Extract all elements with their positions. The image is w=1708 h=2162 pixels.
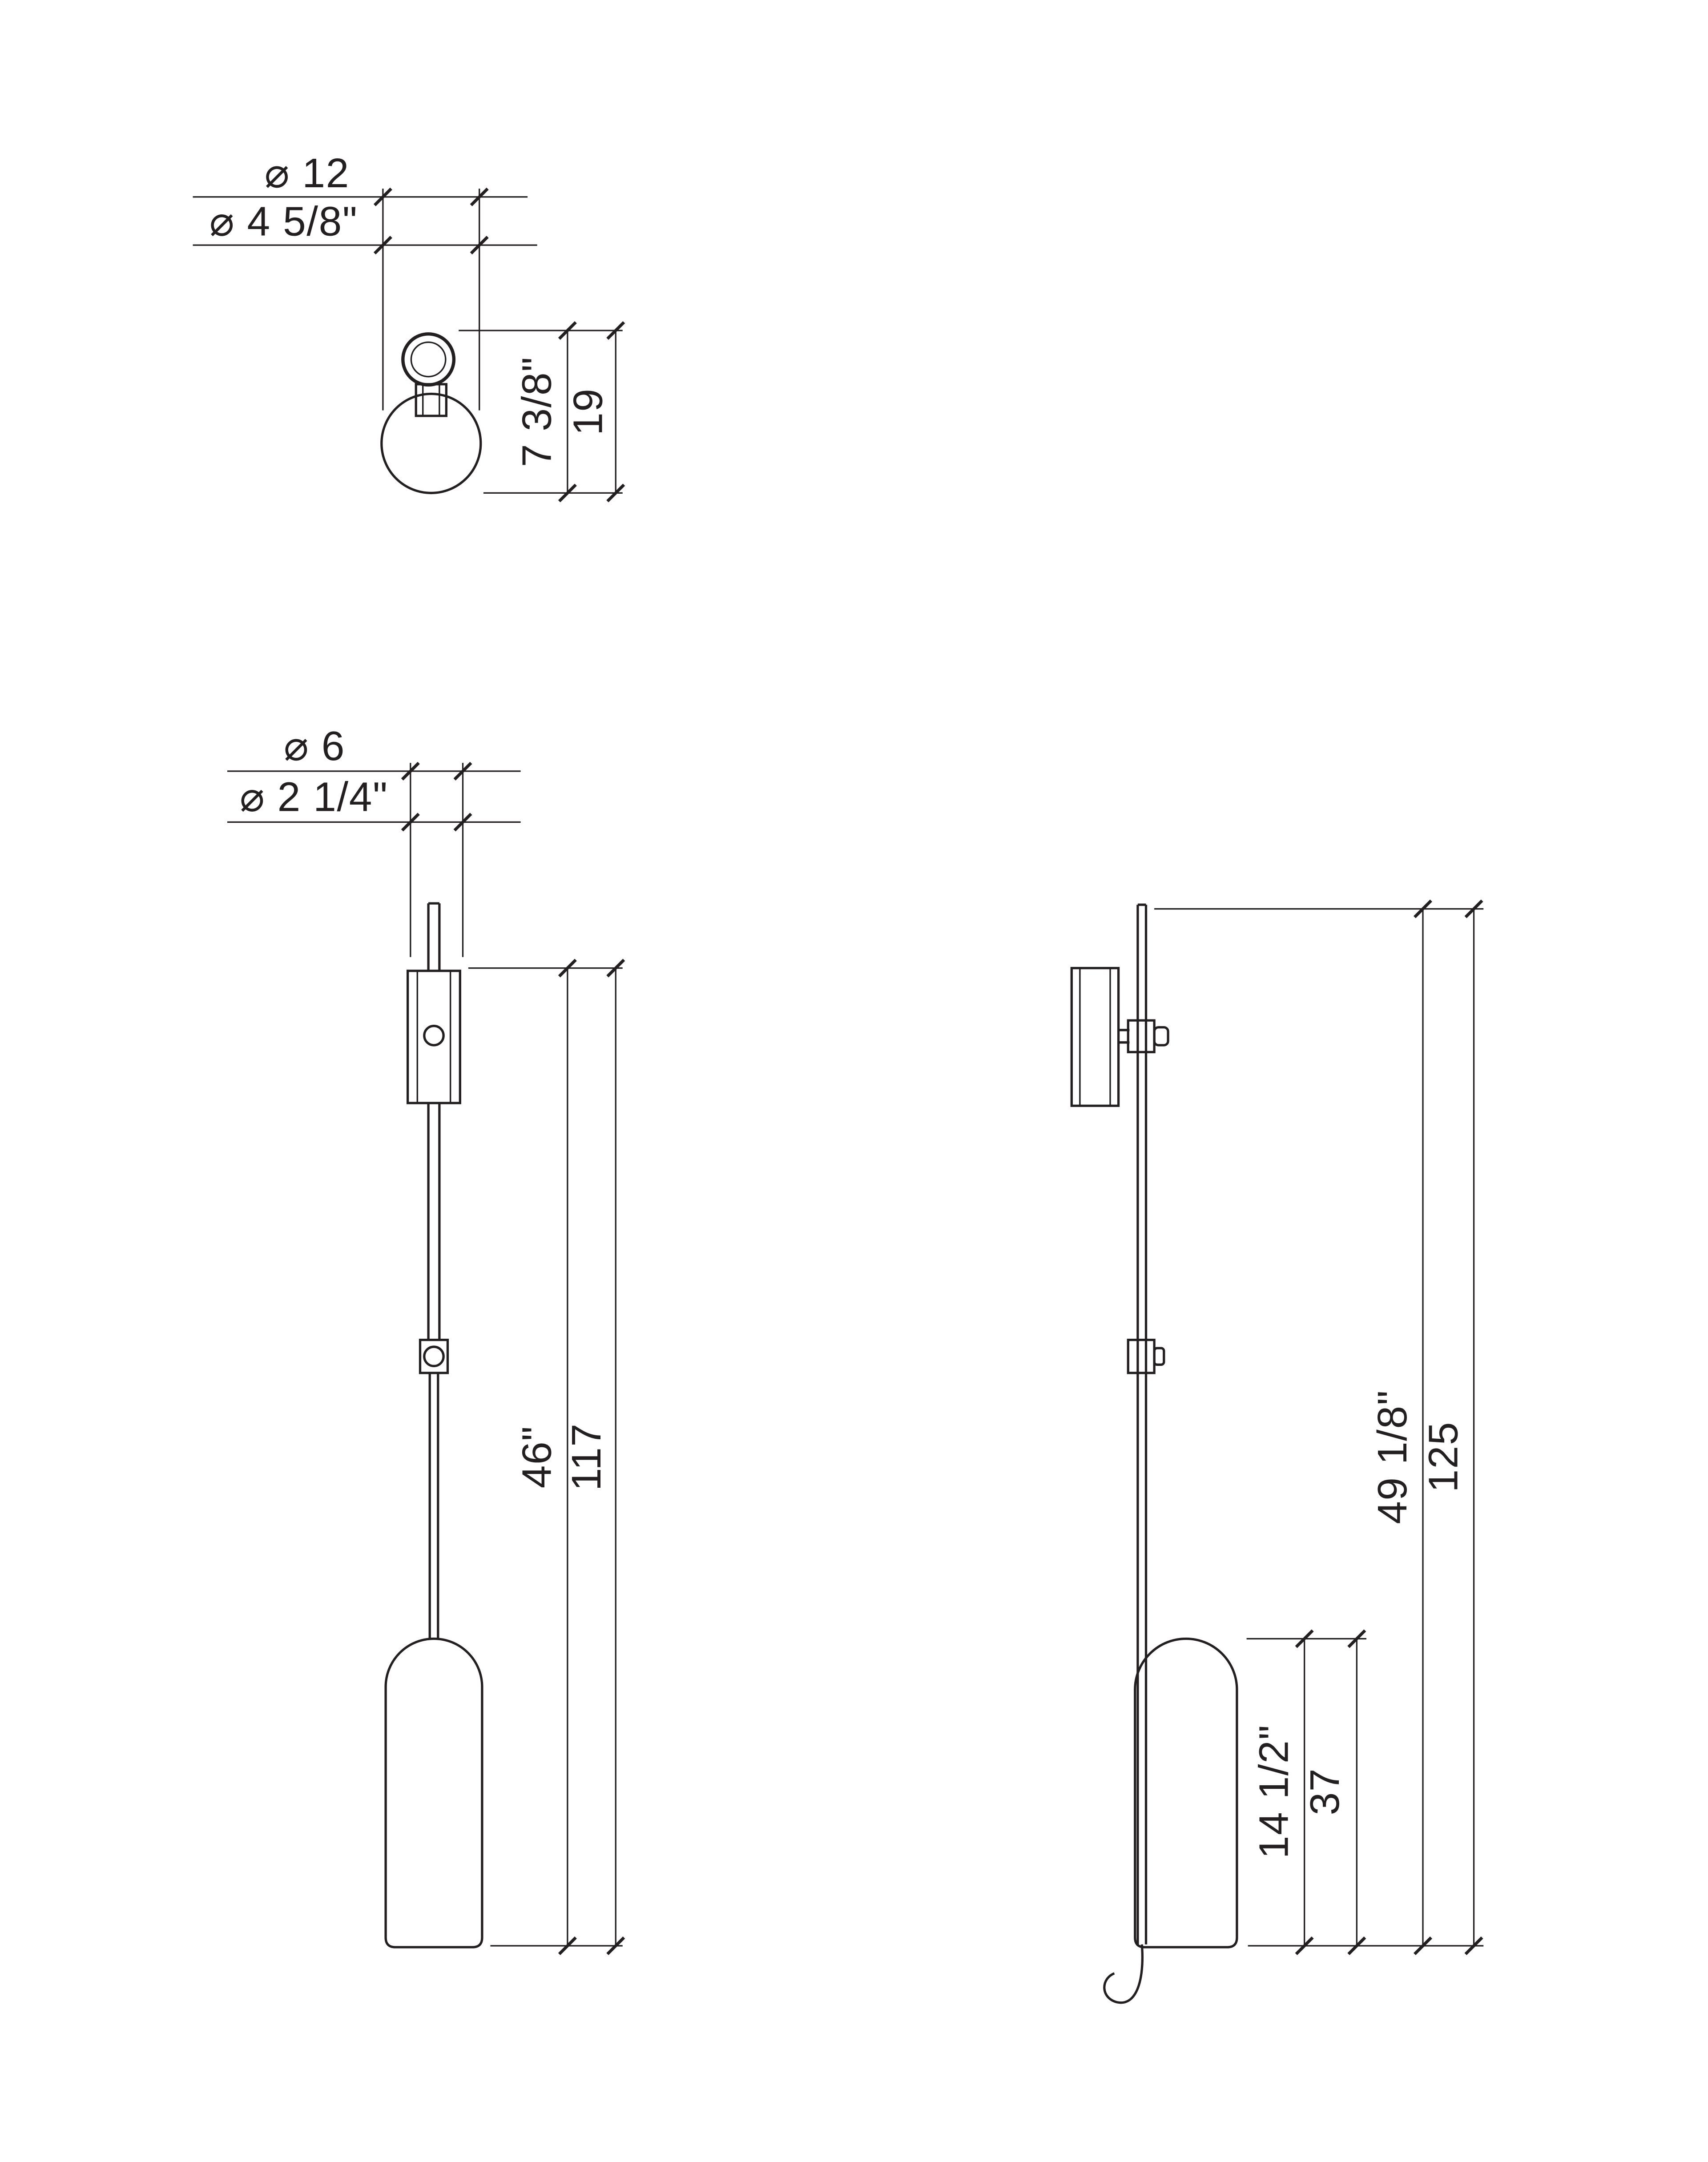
dimension-lines-overall	[1422, 909, 1475, 1946]
cylinder-shade-front	[384, 1637, 483, 1949]
dimension-lines-drop	[567, 968, 616, 1946]
wall-plate-side	[1070, 966, 1120, 1107]
hang-ring-inner	[410, 341, 447, 378]
canopy-plate-walls	[416, 970, 451, 1103]
extension-lines-diameter	[382, 189, 480, 411]
extension-lines-height	[459, 330, 623, 494]
dim-label-shade-in: 14 1/2"	[1250, 1724, 1297, 1859]
extension-lines-drop	[468, 967, 623, 1947]
front-elevation-view: ⌀ 6 ⌀ 2 1/4" 46" 117	[227, 723, 625, 1955]
tick-marks-shade	[1295, 1629, 1366, 1955]
dim-label-overall-cm: 125	[1420, 1421, 1466, 1493]
ring-collar	[415, 383, 447, 417]
tick-marks-diameter	[373, 187, 489, 255]
swivel-joint	[419, 1338, 449, 1374]
swivel-joint-side	[1127, 1338, 1156, 1374]
dimension-lines-shade	[1304, 1639, 1358, 1946]
dim-label-drop-cm: 117	[563, 1423, 609, 1491]
dim-label-canopy-diameter-cm: ⌀ 6	[284, 723, 345, 769]
stem-upper	[427, 902, 441, 971]
stem-middle	[427, 1103, 441, 1340]
canopy-pivot	[423, 1025, 445, 1047]
dim-label-shade-cm: 37	[1301, 1768, 1348, 1815]
dim-label-drop-in: 46"	[514, 1425, 560, 1488]
globe-shade	[380, 392, 482, 495]
tick-marks-height	[558, 321, 625, 503]
dim-label-overall-in: 49 1/8"	[1369, 1390, 1415, 1524]
extension-lines-canopy	[410, 763, 464, 957]
stem-lower	[428, 1373, 439, 1639]
wall-plate-side-walls	[1079, 968, 1111, 1106]
mount-thumbscrew	[1153, 1026, 1169, 1047]
side-elevation-view: 14 1/2" 37 49 1/8" 125	[1070, 899, 1484, 2004]
dim-label-height-cm: 19	[564, 388, 611, 435]
power-cord	[1103, 1944, 1144, 2004]
canopy-plate	[407, 970, 461, 1104]
tick-marks-overall	[1413, 899, 1483, 1955]
swivel-thumbscrew	[1153, 1347, 1165, 1366]
dimension-lines-height	[567, 330, 616, 493]
ring-collar-detail	[422, 384, 440, 416]
top-detail-view: ⌀ 12 ⌀ 4 5/8" 7 3/8" 19	[193, 150, 625, 503]
dim-label-height-in: 7 3/8"	[514, 356, 560, 467]
stem-side	[1136, 903, 1148, 1945]
mount-knuckle	[1127, 1019, 1156, 1054]
swivel-joint-pin	[423, 1345, 445, 1368]
dim-label-diameter-in: ⌀ 4 5/8"	[209, 198, 358, 244]
dim-label-canopy-diameter-in: ⌀ 2 1/4"	[240, 774, 388, 820]
tick-marks-canopy	[401, 761, 472, 832]
dim-label-diameter-cm: ⌀ 12	[265, 150, 350, 196]
cylinder-shade-side	[1134, 1637, 1238, 1949]
tick-marks-drop	[558, 958, 625, 1955]
